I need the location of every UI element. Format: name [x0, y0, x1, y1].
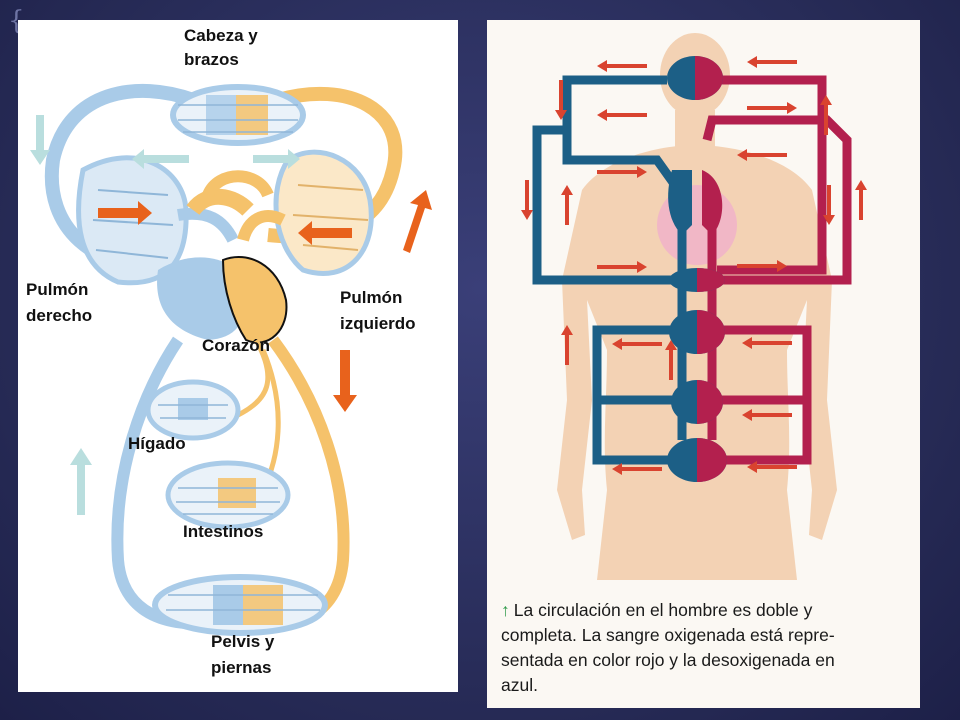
arrow-right-icon — [737, 260, 787, 272]
right-diagram-svg — [521, 33, 867, 580]
label-right-lung-line2: derecho — [26, 306, 93, 325]
arrow-left-icon — [597, 60, 647, 72]
arrow-up-blue-icon — [70, 448, 92, 515]
pulmonary-vein — [237, 210, 286, 242]
arrow-up-icon — [561, 325, 573, 365]
arrow-right-icon — [597, 261, 647, 273]
label-right-lung-line1: Pulmón — [26, 280, 89, 299]
label-heart: Corazón — [202, 336, 270, 355]
arrow-left-icon — [597, 109, 647, 121]
flow-arrows — [30, 115, 432, 515]
arrow-left-icon — [747, 56, 797, 68]
caption-text: ↑La circulación en el hombre es doble y … — [501, 598, 906, 698]
label-liver: Hígado — [128, 434, 186, 453]
caption-line-1: ↑La circulación en el hombre es doble y — [501, 598, 906, 623]
arrow-left-orange-icon — [298, 221, 352, 245]
flow-arrows-red — [521, 56, 867, 475]
arrow-down-orange-icon — [333, 350, 357, 412]
liver-capillaries — [145, 379, 241, 441]
caption-line-2: completa. La sangre oxigenada está repre… — [501, 625, 835, 645]
pulmonary-artery — [177, 207, 239, 243]
organ-beds — [667, 56, 727, 482]
arrow-left-blue-icon — [132, 149, 189, 169]
heart-shape — [157, 170, 288, 344]
left-lung-shape — [273, 149, 374, 276]
decorative-brace: { — [8, 6, 25, 36]
arrow-right-orange-icon — [98, 201, 152, 225]
label-left-lung-line1: Pulmón — [340, 288, 403, 307]
arrow-left-icon — [742, 337, 792, 349]
arrow-up-icon — [855, 180, 867, 220]
label-pelvis-legs-line2: piernas — [211, 658, 272, 677]
head-arms-capillaries — [170, 84, 306, 146]
label-pelvis-legs-line1: Pelvis y — [211, 632, 275, 651]
caption-line-4: azul. — [501, 675, 538, 695]
caption-arrow-icon: ↑ — [501, 600, 510, 620]
label-left-lung-line2: izquierdo — [340, 314, 416, 333]
arrow-down-icon — [521, 180, 533, 220]
arrow-right-icon — [597, 166, 647, 178]
left-circulation-diagram: Cabeza y brazos Pulmón derecho Pulmón iz… — [18, 20, 458, 692]
label-intestines: Intestinos — [183, 522, 264, 541]
arrow-left-icon — [747, 461, 797, 473]
intestine-capillaries — [165, 460, 291, 530]
arrow-left-icon — [612, 338, 662, 350]
arrow-right-icon — [747, 102, 797, 114]
arrow-right-blue-icon — [253, 149, 300, 169]
label-head-arms-line2: brazos — [184, 50, 239, 69]
arrow-left-icon — [742, 409, 792, 421]
arrow-down-icon — [823, 185, 835, 225]
arrow-down-blue-icon — [30, 115, 50, 165]
arrow-up-icon — [665, 340, 677, 380]
arrow-left-icon — [612, 463, 662, 475]
arrow-left-icon — [737, 149, 787, 161]
caption-line-1-text: La circulación en el hombre es doble y — [513, 600, 813, 620]
arrow-up-icon — [820, 95, 832, 135]
arrow-up-orange-icon — [403, 190, 432, 253]
left-diagram-svg — [30, 83, 432, 636]
right-circulation-illustration: ↑La circulación en el hombre es doble y … — [487, 20, 920, 708]
pelvis-legs-capillaries — [152, 574, 328, 636]
label-head-arms-line1: Cabeza y — [184, 26, 258, 45]
arrow-down-icon — [555, 80, 567, 120]
arrow-up-icon — [561, 185, 573, 225]
caption-line-3: sentada en color rojo y la desoxigenada … — [501, 650, 835, 670]
